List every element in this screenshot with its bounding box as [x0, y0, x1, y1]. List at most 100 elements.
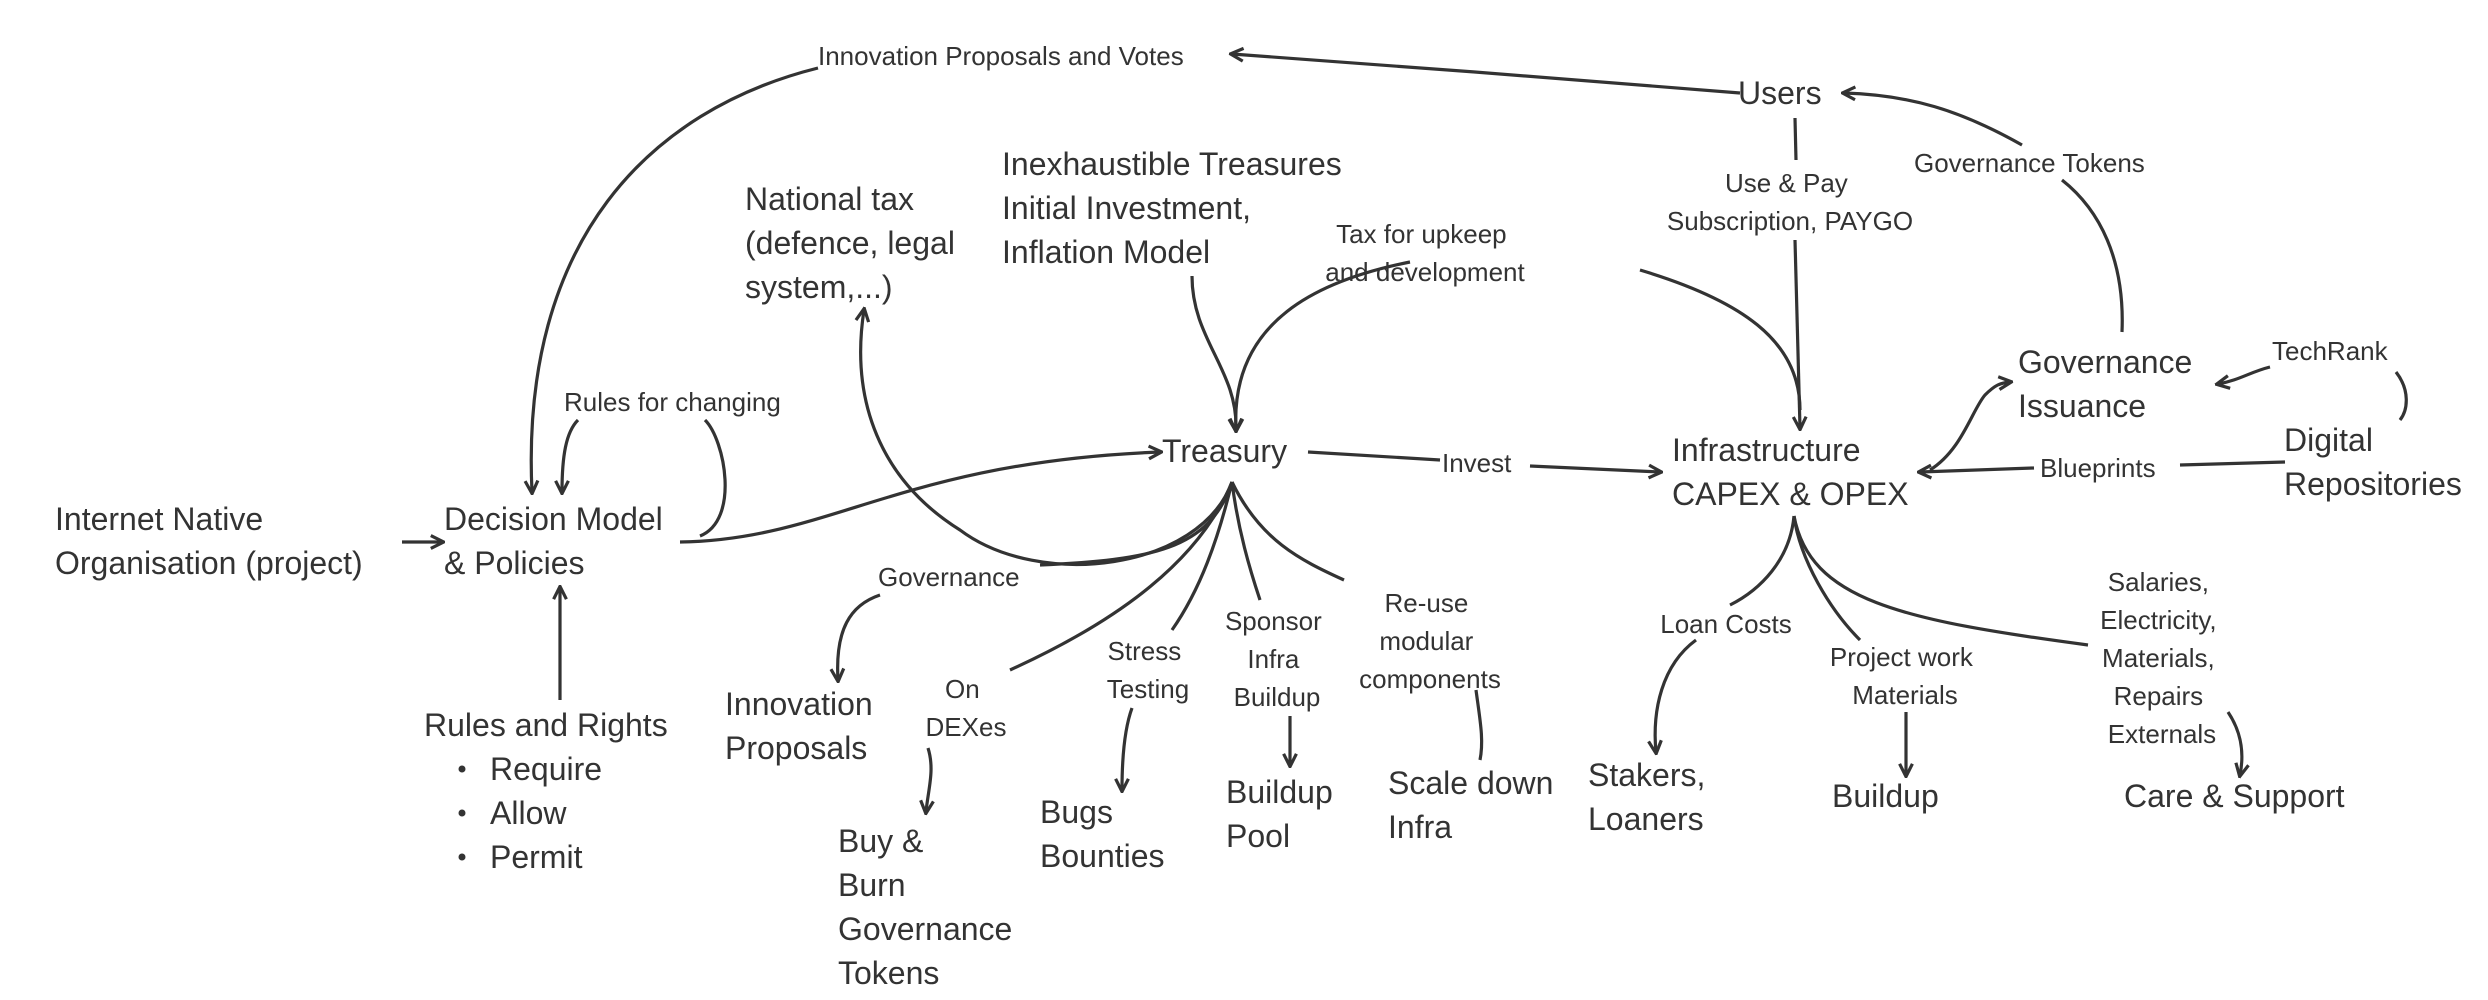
treasury-label: Treasury [1162, 433, 1287, 469]
buildup-node: Buildup [1832, 778, 1939, 814]
label-stress-line-1: Stress [1108, 636, 1182, 666]
edge-blueprints-to-infra [1920, 468, 2035, 472]
label-sponsor-line-1: Sponsor [1225, 606, 1322, 636]
edge-treasury-on-dexes [1009, 481, 1234, 672]
infrastructure-line-2: CAPEX & OPEX [1672, 476, 1909, 512]
digital-repos-line-2: Repositories [2284, 466, 2462, 502]
label-salaries-line-5: Externals [2108, 719, 2216, 749]
label-on-dexes-line-2: DEXes [926, 712, 1007, 742]
label-project-work: Project work Materials [1830, 642, 1980, 710]
label-tax-upkeep-line-1: Tax for upkeep [1336, 219, 1507, 249]
edge-treasury-sponsor [1230, 481, 1262, 601]
buy-burn-line-3: Governance [838, 911, 1012, 947]
treasures-node: Inexhaustible Treasures Initial Investme… [1002, 146, 1351, 270]
label-sponsor-line-3: Buildup [1234, 682, 1321, 712]
label-loan-costs: Loan Costs [1660, 609, 1792, 639]
label-governance-line-1: Governance [878, 562, 1020, 592]
label-sponsor-line-2: Infra [1247, 644, 1300, 674]
edge-treasury-stress [1170, 481, 1234, 631]
bullet-require [458, 765, 466, 773]
label-reuse-line-1: Re-use [1384, 588, 1468, 618]
users-node: Users [1738, 75, 1822, 111]
label-on-dexes: On DEXes [926, 674, 1007, 742]
label-project-work-line-2: Materials [1852, 680, 1957, 710]
label-salaries: Salaries, Electricity, Materials, Repair… [2100, 567, 2224, 749]
label-sponsor-infra: Sponsor Infra Buildup [1225, 606, 1329, 712]
label-techrank-line-1: TechRank [2272, 336, 2389, 366]
buildup-pool-line-1: Buildup [1226, 774, 1333, 810]
label-use-pay-line-1: Use & Pay [1725, 168, 1848, 198]
edge-reuse-to-scale-down [1474, 689, 1484, 761]
label-invest: Invest [1442, 448, 1512, 478]
treasures-line-2: Initial Investment, [1002, 190, 1251, 226]
org-line-1: Internet Native [55, 501, 263, 537]
label-reuse-line-2: modular [1379, 626, 1473, 656]
stakers-line-2: Loaners [1588, 801, 1704, 837]
label-blueprints-line-1: Blueprints [2040, 453, 2156, 483]
buy-burn-line-2: Burn [838, 867, 906, 903]
national-tax-line-3: system,...) [745, 269, 893, 305]
label-invest-line-1: Invest [1442, 448, 1512, 478]
bullet-permit [458, 853, 466, 861]
buy-burn-line-1: Buy & [838, 823, 923, 859]
edge-treasures-to-treasury [1190, 275, 1236, 430]
bugs-line-2: Bounties [1040, 838, 1165, 874]
label-stress-testing: Stress Testing [1107, 636, 1189, 704]
care-support-node: Care & Support [2124, 778, 2345, 814]
label-salaries-line-2: Electricity, [2100, 605, 2217, 635]
rules-item-allow: Allow [490, 795, 567, 831]
nodes: Internet Native Organisation (project) D… [55, 75, 2462, 991]
edge-tokens-to-users [1844, 93, 2023, 147]
label-governance-tokens-line-1: Governance Tokens [1914, 148, 2145, 178]
edge-users-to-use-pay [1793, 117, 1798, 161]
label-loan-costs-line-1: Loan Costs [1660, 609, 1792, 639]
treasures-line-3: Inflation Model [1002, 234, 1210, 270]
edge-techrank-to-gov [2218, 365, 2271, 384]
buildup-pool-line-2: Pool [1226, 818, 1290, 854]
edge-dexes-to-buy-burn [926, 747, 931, 812]
users-label: Users [1738, 75, 1822, 111]
label-reuse-modular: Re-use modular components [1359, 588, 1501, 694]
innovation-proposals-node: Innovation Proposals [725, 686, 882, 766]
digital-repositories-node: Digital Repositories [2284, 422, 2462, 502]
label-innovation-votes: Innovation Proposals and Votes [818, 41, 1184, 71]
label-on-dexes-line-1: On [945, 674, 980, 704]
label-stress-line-2: Testing [1107, 674, 1189, 704]
buy-burn-line-4: Tokens [838, 955, 939, 991]
edge-treasury-to-national-tax [861, 310, 1234, 566]
edge-treasury-to-infra-b [1529, 466, 1660, 472]
bullet-allow [458, 809, 466, 817]
rules-item-permit: Permit [490, 839, 583, 875]
buildup-pool-node: Buildup Pool [1226, 774, 1342, 854]
label-reuse-line-3: components [1359, 664, 1501, 694]
label-governance-tokens: Governance Tokens [1914, 148, 2145, 178]
scale-down-line-1: Scale down [1388, 765, 1553, 801]
edge-infra-to-gov [1929, 382, 2010, 472]
edge-use-pay-to-infra [1795, 239, 1800, 428]
edge-infra-project-work [1792, 515, 1862, 642]
edge-rules-changing-loop [562, 418, 727, 538]
treasures-line-1: Inexhaustible Treasures [1002, 146, 1342, 182]
decision-model-node: Decision Model & Policies [444, 501, 672, 581]
rules-rights-node: Rules and Rights Require Allow Permit [424, 707, 677, 875]
edge-votes-to-decision [531, 66, 819, 492]
rules-item-require: Require [490, 751, 602, 787]
label-tax-upkeep: Tax for upkeep and development [1325, 219, 1525, 287]
stakers-line-1: Stakers, [1588, 757, 1705, 793]
scale-down-line-2: Infra [1388, 809, 1452, 845]
treasury-node: Treasury [1162, 433, 1287, 469]
edge-repos-to-blueprints [2179, 460, 2286, 467]
infrastructure-line-1: Infrastructure [1672, 432, 1861, 468]
national-tax-node: National tax (defence, legal system,...) [745, 181, 964, 305]
edge-salaries-to-care [2226, 711, 2242, 775]
label-salaries-line-1: Salaries, [2108, 567, 2209, 597]
label-use-pay-line-2: Subscription, PAYGO [1667, 206, 1913, 236]
edge-treasury-to-infra-a [1307, 450, 1441, 462]
innovation-line-1: Innovation [725, 686, 873, 722]
decision-line-2: & Policies [444, 545, 585, 581]
edge-governance-to-innovation [838, 593, 881, 680]
gov-issuance-line-2: Issuance [2018, 388, 2146, 424]
edge-labels: Innovation Proposals and Votes Rules for… [564, 41, 2389, 749]
label-blueprints: Blueprints [2040, 453, 2156, 483]
